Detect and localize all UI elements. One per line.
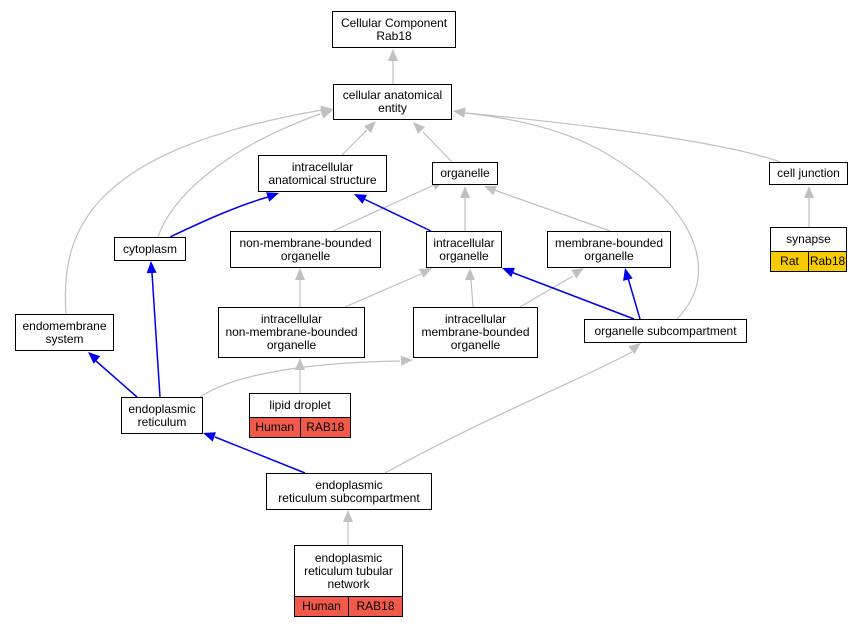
node-label: Cellular Component Rab18: [340, 15, 448, 43]
gene-tag: RAB18: [299, 418, 350, 437]
node-label: non-membrane-bounded organelle: [239, 235, 372, 263]
node-label: intracellular anatomical structure: [268, 159, 377, 187]
cytoplasm-to-ias-arrowhead: [266, 192, 279, 202]
species-tag: Human: [250, 418, 300, 437]
ersc-to-osc-arrowhead: [628, 343, 641, 355]
node-endoplasmic-reticulum[interactable]: endoplasmic reticulum: [121, 397, 203, 434]
organelle-to-cae-arrowhead: [413, 122, 426, 135]
osc-to-io-arrowhead: [502, 267, 515, 278]
node-organelle[interactable]: organelle: [432, 162, 498, 185]
cae-to-root-arrowhead: [388, 49, 398, 61]
osc-to-io-edge: [510, 271, 635, 320]
ias-to-cae-edge: [341, 129, 368, 156]
node-label: endoplasmic reticulum subcompartment: [278, 477, 420, 505]
node-intracellular-membrane-bounded-organelle[interactable]: intracellular membrane-bounded organelle: [413, 307, 538, 358]
osc-to-mbo-arrowhead: [623, 268, 633, 281]
imbo-to-mbo-arrowhead: [571, 268, 584, 279]
junction-to-cae-edge: [465, 112, 781, 163]
imbo-to-io-arrowhead: [465, 268, 475, 280]
gene-tag: Rab18: [808, 252, 846, 271]
inmbo-to-nmbo-arrowhead: [295, 268, 305, 280]
node-label: cytoplasm: [122, 241, 178, 256]
species-tag: Rat: [771, 252, 808, 271]
node-endomembrane-system[interactable]: endomembrane system: [15, 314, 114, 351]
node-synapse[interactable]: synapse Rat Rab18: [770, 227, 847, 272]
node-intracellular-organelle[interactable]: intracellular organelle: [426, 231, 502, 268]
lipid-to-inmbo-arrowhead: [295, 358, 305, 370]
annotation-tags: Human RAB18: [295, 596, 402, 616]
node-cell-junction[interactable]: cell junction: [769, 162, 848, 185]
node-intracellular-anatomical-structure[interactable]: intracellular anatomical structure: [258, 155, 387, 192]
node-cytoplasm[interactable]: cytoplasm: [114, 237, 186, 261]
node-label: lipid droplet: [269, 398, 331, 412]
node-non-membrane-bounded-organelle[interactable]: non-membrane-bounded organelle: [230, 231, 381, 268]
node-label: cell junction: [777, 166, 840, 180]
imbo-to-io-edge: [470, 279, 474, 308]
node-label: organelle: [440, 166, 490, 180]
node-cellular-component-rab18[interactable]: Cellular Component Rab18: [332, 11, 456, 48]
ertn-to-ersc-arrowhead: [343, 510, 353, 522]
species-tag: Human: [295, 597, 348, 616]
organelle-to-cae-edge: [422, 131, 453, 163]
node-label: intracellular non-membrane-bounded organ…: [225, 312, 358, 352]
endomembrane-to-cae-arrowhead: [320, 105, 333, 116]
ersc-to-er-arrowhead: [203, 432, 216, 442]
cytoplasm-to-ias-edge: [169, 196, 269, 238]
node-organelle-subcompartment[interactable]: organelle subcompartment: [584, 319, 747, 343]
inmbo-to-io-arrowhead: [419, 268, 432, 278]
er-to-cytoplasm-edge: [151, 272, 161, 398]
node-label: cellular anatomical entity: [342, 88, 443, 115]
er-to-imbo-edge: [199, 360, 401, 398]
gene-tag: RAB18: [348, 597, 402, 616]
mbo-to-organelle-edge: [493, 189, 611, 232]
node-label: organelle subcompartment: [594, 323, 737, 338]
node-cellular-anatomical-entity[interactable]: cellular anatomical entity: [333, 84, 452, 120]
endomembrane-to-cae-edge: [64, 109, 323, 315]
node-label: synapse: [786, 232, 831, 246]
annotation-tags: Human RAB18: [250, 417, 350, 437]
annotation-tags: Rat Rab18: [771, 251, 846, 271]
node-intracellular-non-membrane-bounded-organelle[interactable]: intracellular non-membrane-bounded organ…: [218, 307, 365, 358]
io-to-ias-arrowhead: [354, 194, 367, 204]
node-label: endoplasmic reticulum tubular network: [304, 550, 393, 591]
imbo-to-mbo-edge: [519, 275, 574, 308]
mbo-to-organelle-arrowhead: [484, 185, 497, 196]
cytoplasm-to-cae-edge: [157, 113, 321, 238]
ias-to-cae-arrowhead: [363, 121, 376, 134]
osc-to-mbo-edge: [627, 277, 641, 320]
node-label: endomembrane system: [22, 318, 107, 346]
ersc-to-er-edge: [214, 436, 306, 474]
inmbo-to-io-edge: [344, 273, 422, 308]
node-membrane-bounded-organelle[interactable]: membrane-bounded organelle: [547, 231, 671, 268]
node-label: endoplasmic reticulum: [128, 401, 196, 429]
node-label: intracellular membrane-bounded organelle: [421, 312, 530, 352]
node-label: intracellular organelle: [433, 235, 495, 263]
node-lipid-droplet[interactable]: lipid droplet Human RAB18: [249, 393, 351, 438]
osc-to-cae-edge: [464, 112, 700, 320]
er-to-endomembrane-arrowhead: [88, 352, 101, 364]
synapse-to-junction-arrowhead: [804, 186, 814, 198]
io-to-ias-edge: [363, 198, 432, 232]
node-endoplasmic-reticulum-subcompartment[interactable]: endoplasmic reticulum subcompartment: [266, 473, 432, 510]
er-to-cytoplasm-arrowhead: [146, 261, 157, 274]
osc-to-cae-arrowhead: [453, 107, 466, 118]
er-to-imbo-arrowhead: [400, 355, 413, 366]
ersc-to-osc-edge: [384, 351, 633, 474]
io-to-organelle-arrowhead: [460, 186, 470, 198]
node-endoplasmic-reticulum-tubular-network[interactable]: endoplasmic reticulum tubular network Hu…: [294, 545, 403, 617]
er-to-endomembrane-edge: [95, 360, 138, 398]
node-label: membrane-bounded organelle: [554, 235, 664, 263]
